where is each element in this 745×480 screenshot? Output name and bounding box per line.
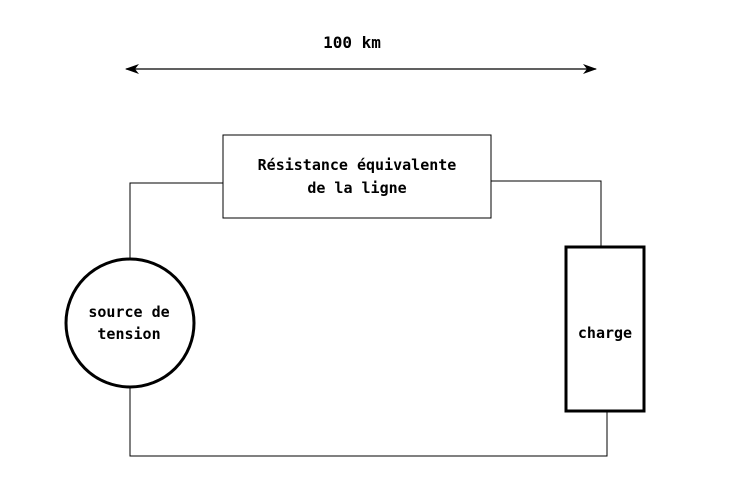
- line-resistance-box: [222, 134, 492, 219]
- load-box: [564, 245, 646, 413]
- distance-label: 100 km: [323, 33, 381, 52]
- source-label-line1: source de: [88, 303, 169, 321]
- resistance-label-line2: de la ligne: [307, 179, 406, 197]
- resistance-label-line1: Résistance équivalente: [258, 156, 457, 174]
- wire-resistance-to-load: [491, 180, 602, 246]
- source-label-line2: tension: [97, 325, 160, 343]
- voltage-source: [64, 257, 196, 389]
- wire-return: [129, 388, 608, 457]
- load-label: charge: [578, 324, 632, 342]
- wire-source-to-resistance: [129, 182, 223, 258]
